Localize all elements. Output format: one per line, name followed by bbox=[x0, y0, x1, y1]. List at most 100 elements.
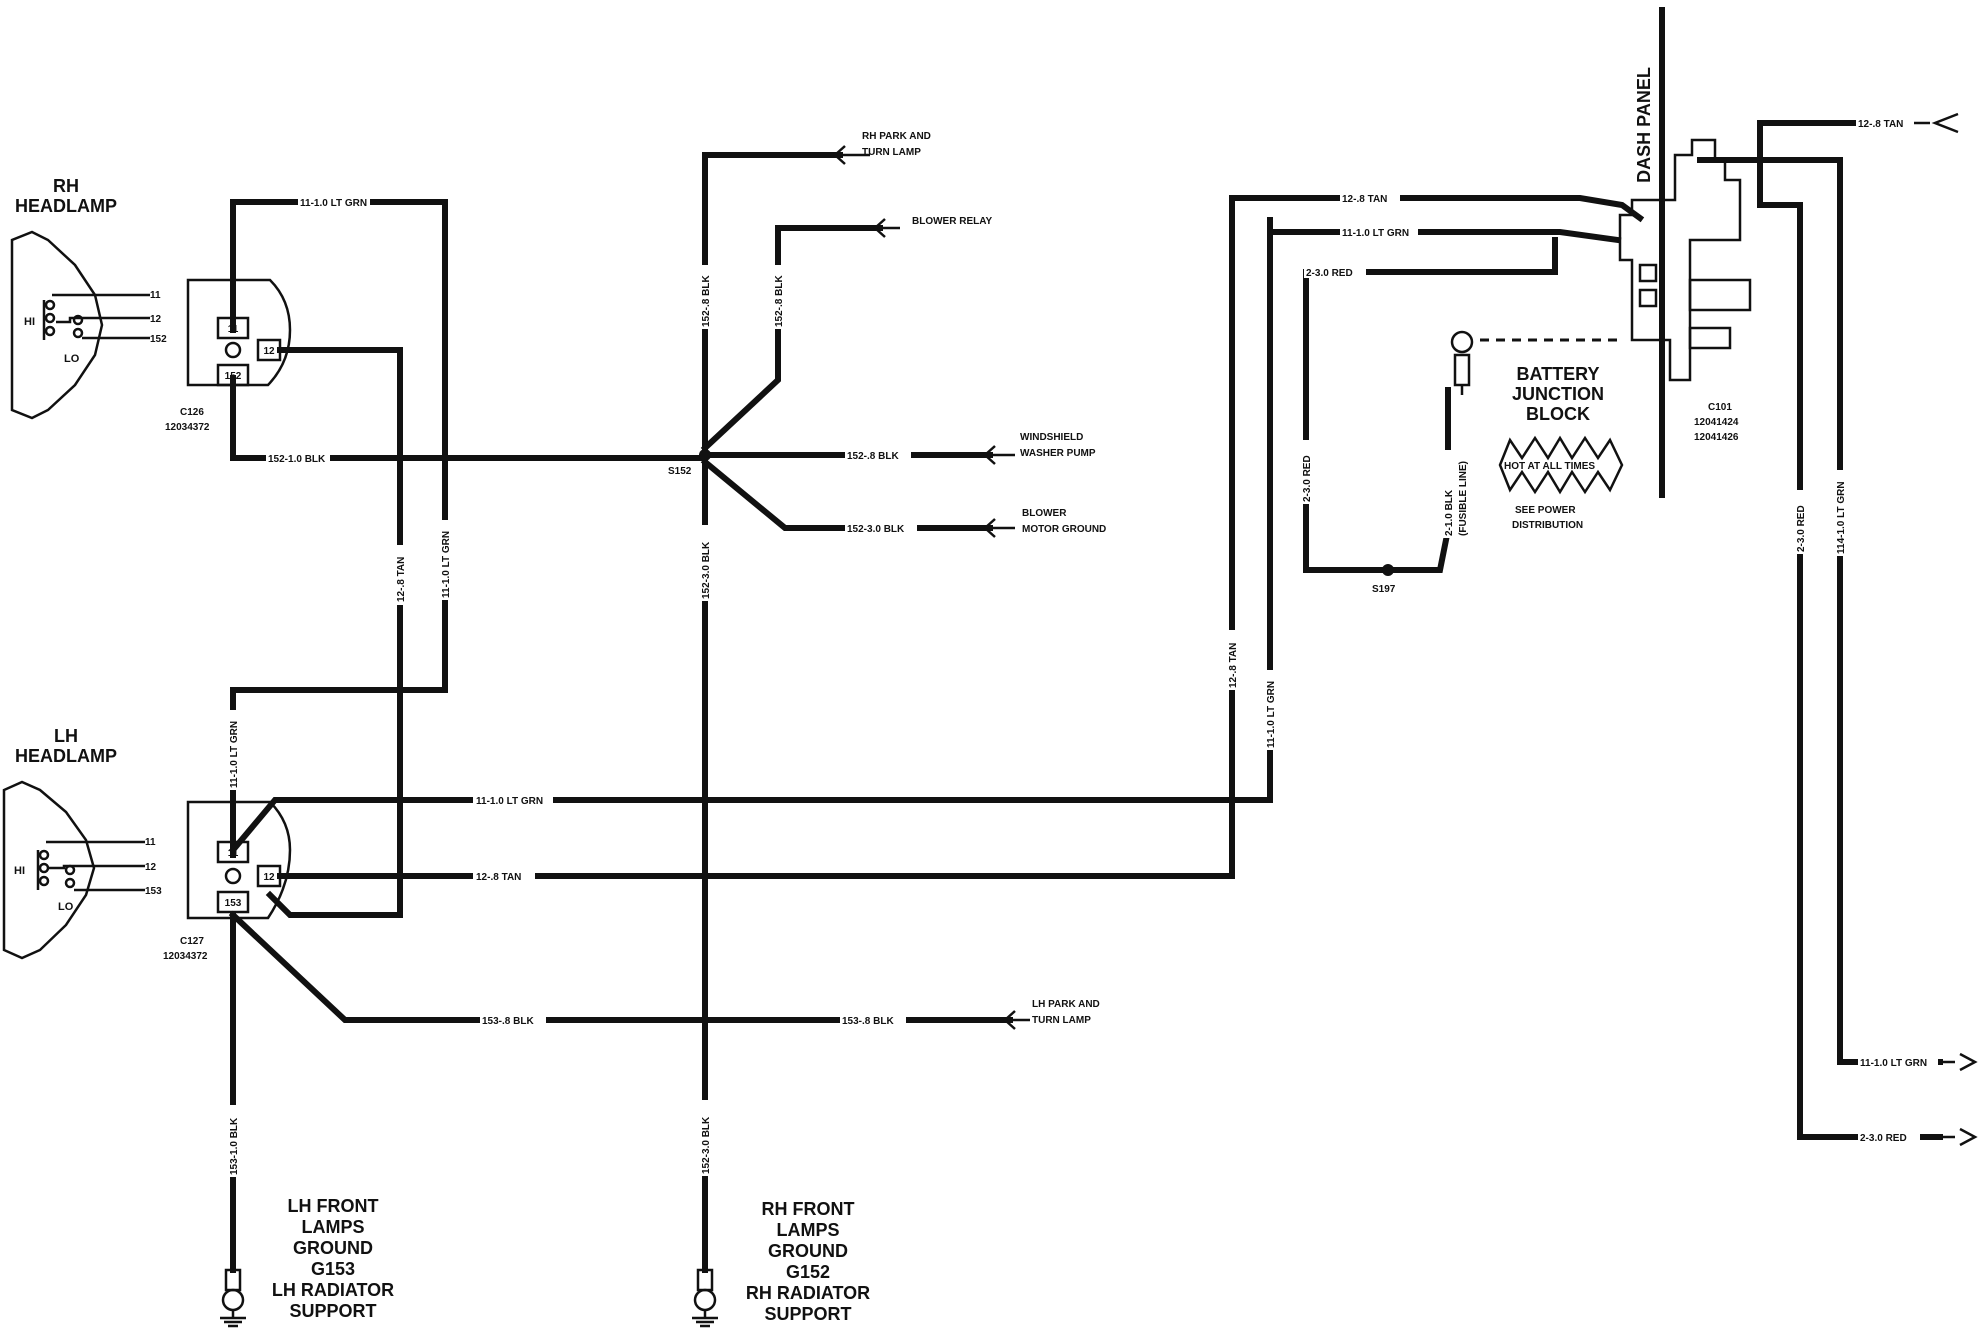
label-w-153-ground: 153-1.0 BLK bbox=[229, 1117, 240, 1175]
lh-pin-153: 153 bbox=[145, 886, 162, 897]
label-w-114-far-vert: 114-1.0 LT GRN bbox=[1836, 481, 1847, 554]
g153-line-3: GROUND bbox=[293, 1238, 373, 1258]
dest-lh-park-1: LH PARK AND bbox=[1032, 999, 1100, 1010]
bjb-line-2: JUNCTION bbox=[1512, 384, 1604, 404]
rh-hi-label: HI bbox=[24, 316, 35, 328]
rh-headlamp-title-2: HEADLAMP bbox=[15, 196, 117, 216]
label-w-12-right-vert: 12-.8 TAN bbox=[1228, 643, 1239, 688]
lh-lo-label: LO bbox=[58, 901, 74, 913]
label-w-152-rh: 152-1.0 BLK bbox=[268, 454, 326, 465]
bjb-line-3: BLOCK bbox=[1526, 404, 1590, 424]
hot-at-all-times-badge bbox=[1498, 435, 1624, 495]
lh-headlamp-title-1: LH bbox=[54, 726, 78, 746]
label-w-12-right-horiz: 12-.8 TAN bbox=[1342, 194, 1387, 205]
label-w-12-vert: 12-.8 TAN bbox=[396, 557, 407, 602]
c101-name: C101 bbox=[1708, 402, 1732, 413]
rh-headlamp-title-1: RH bbox=[53, 176, 79, 196]
g152-line-2: LAMPS bbox=[777, 1220, 840, 1240]
label-w-2-right-horiz: 2-3.0 RED bbox=[1306, 268, 1353, 279]
dash-panel-label: DASH PANEL bbox=[1634, 67, 1654, 183]
splice-s197-label: S197 bbox=[1372, 584, 1396, 595]
rh-headlamp-body bbox=[10, 230, 104, 420]
label-w-2-far-right: 2-3.0 RED bbox=[1860, 1133, 1907, 1144]
c101-part-2: 12041426 bbox=[1694, 432, 1739, 443]
dest-rh-park-2: TURN LAMP bbox=[862, 147, 921, 158]
label-w-2-far-vert: 2-3.0 RED bbox=[1796, 505, 1807, 552]
rh-headlamp: RH HEADLAMP HI LO 11 12 152 bbox=[10, 176, 167, 420]
label-w-fusible-1: 2-1.0 BLK bbox=[1444, 489, 1455, 536]
label-w-152-blower: 152-.8 BLK bbox=[774, 275, 785, 327]
g152-line-4: G152 bbox=[786, 1262, 830, 1282]
lh-pin-12: 12 bbox=[145, 862, 157, 873]
c126-pin-12: 12 bbox=[263, 346, 275, 357]
c127-name: C127 bbox=[180, 936, 204, 947]
wire-11-rh-loop bbox=[230, 199, 448, 858]
c126-part: 12034372 bbox=[165, 422, 210, 433]
hot-at-all-times-text: HOT AT ALL TIMES bbox=[1504, 461, 1595, 472]
label-w-11-lh-horiz: 11-1.0 LT GRN bbox=[476, 796, 543, 807]
connector-c127: 11 12 153 C127 12034372 bbox=[163, 800, 292, 962]
c101-part-1: 12041424 bbox=[1694, 417, 1739, 428]
label-w-152-ground: 152-3.0 BLK bbox=[701, 1116, 712, 1174]
lh-headlamp-title-2: HEADLAMP bbox=[15, 746, 117, 766]
rh-pin-12: 12 bbox=[150, 314, 162, 325]
wire-motor-ground bbox=[700, 457, 993, 531]
g153-line-1: LH FRONT bbox=[288, 1196, 379, 1216]
ground-g153-icon bbox=[220, 1310, 246, 1328]
label-w-152-washer: 152-.8 BLK bbox=[847, 451, 899, 462]
c126-name: C126 bbox=[180, 407, 204, 418]
ground-g152-icon bbox=[692, 1310, 718, 1328]
label-w-fusible-2: (FUSIBLE LINE) bbox=[1458, 461, 1469, 536]
left-wires bbox=[228, 195, 1273, 1273]
lh-hi-label: HI bbox=[14, 865, 25, 877]
label-w-11-far-right: 11-1.0 LT GRN bbox=[1860, 1058, 1927, 1069]
dest-motor-1: BLOWER bbox=[1022, 508, 1067, 519]
g152-line-3: GROUND bbox=[768, 1241, 848, 1261]
splice-s197-dot bbox=[1382, 564, 1394, 576]
c127-part: 12034372 bbox=[163, 951, 208, 962]
label-w-153-right: 153-.8 BLK bbox=[842, 1016, 894, 1027]
label-w-12-far-right: 12-.8 TAN bbox=[1858, 119, 1903, 130]
wire-12-rh-to-lh bbox=[265, 347, 403, 918]
wire-2-far bbox=[1757, 120, 1943, 1140]
ground-g153-eyelet bbox=[221, 1288, 245, 1312]
dest-lh-park-2: TURN LAMP bbox=[1032, 1015, 1091, 1026]
rh-lo-label: LO bbox=[64, 353, 80, 365]
ground-g152: RH FRONT LAMPS GROUND G152 RH RADIATOR S… bbox=[692, 1199, 870, 1328]
g152-line-6: SUPPORT bbox=[764, 1304, 851, 1324]
center-wires: S152 bbox=[668, 152, 993, 1273]
splice-s152-dot bbox=[699, 449, 711, 461]
dest-washer-1: WINDSHIELD bbox=[1020, 432, 1083, 443]
wire-12-lh-horiz bbox=[277, 195, 1235, 879]
lh-pin-11: 11 bbox=[145, 837, 156, 848]
wire-11-lh-horiz bbox=[228, 217, 1273, 855]
see-power-1: SEE POWER bbox=[1515, 505, 1576, 516]
rh-pin-11: 11 bbox=[150, 290, 161, 301]
label-w-153-left: 153-.8 BLK bbox=[482, 1016, 534, 1027]
wire-labels: 11-1.0 LT GRN 152-1.0 BLK 11-1.0 LT GRN … bbox=[266, 117, 1938, 1144]
label-w-11-vert: 11-1.0 LT GRN bbox=[441, 531, 452, 598]
battery-junction-block: BATTERY JUNCTION BLOCK HOT AT ALL TIMES … bbox=[1498, 364, 1624, 531]
wire-152-rh bbox=[230, 375, 708, 461]
g152-line-5: RH RADIATOR bbox=[746, 1283, 870, 1303]
dest-blower-relay: BLOWER RELAY bbox=[912, 216, 993, 227]
wire-blower-relay bbox=[700, 225, 883, 453]
wire-2-to-s197 bbox=[1303, 269, 1451, 573]
g153-line-4: G153 bbox=[311, 1259, 355, 1279]
label-w-152-top: 152-.8 BLK bbox=[701, 275, 712, 327]
label-w-11-lh-vert: 11-1.0 LT GRN bbox=[229, 721, 240, 788]
label-w-2-right-vert: 2-3.0 RED bbox=[1302, 455, 1313, 502]
wire-2-right bbox=[1303, 237, 1558, 275]
label-w-11-right-vert: 11-1.0 LT GRN bbox=[1266, 681, 1277, 748]
dest-washer-2: WASHER PUMP bbox=[1020, 448, 1096, 459]
dash-panel: DASH PANEL bbox=[1634, 7, 1665, 498]
connector-c126: 11 12 152 C126 12034372 bbox=[165, 278, 292, 433]
c127-pin-12: 12 bbox=[263, 872, 275, 883]
label-w-12-lh-horiz: 12-.8 TAN bbox=[476, 872, 521, 883]
bjb-line-1: BATTERY bbox=[1517, 364, 1600, 384]
dest-motor-2: MOTOR GROUND bbox=[1022, 524, 1106, 535]
g153-line-5: LH RADIATOR bbox=[272, 1280, 394, 1300]
wire-153-lh-park bbox=[228, 910, 1013, 1023]
ground-g153: LH FRONT LAMPS GROUND G153 LH RADIATOR S… bbox=[220, 1196, 394, 1328]
dest-rh-park-1: RH PARK AND bbox=[862, 131, 931, 142]
